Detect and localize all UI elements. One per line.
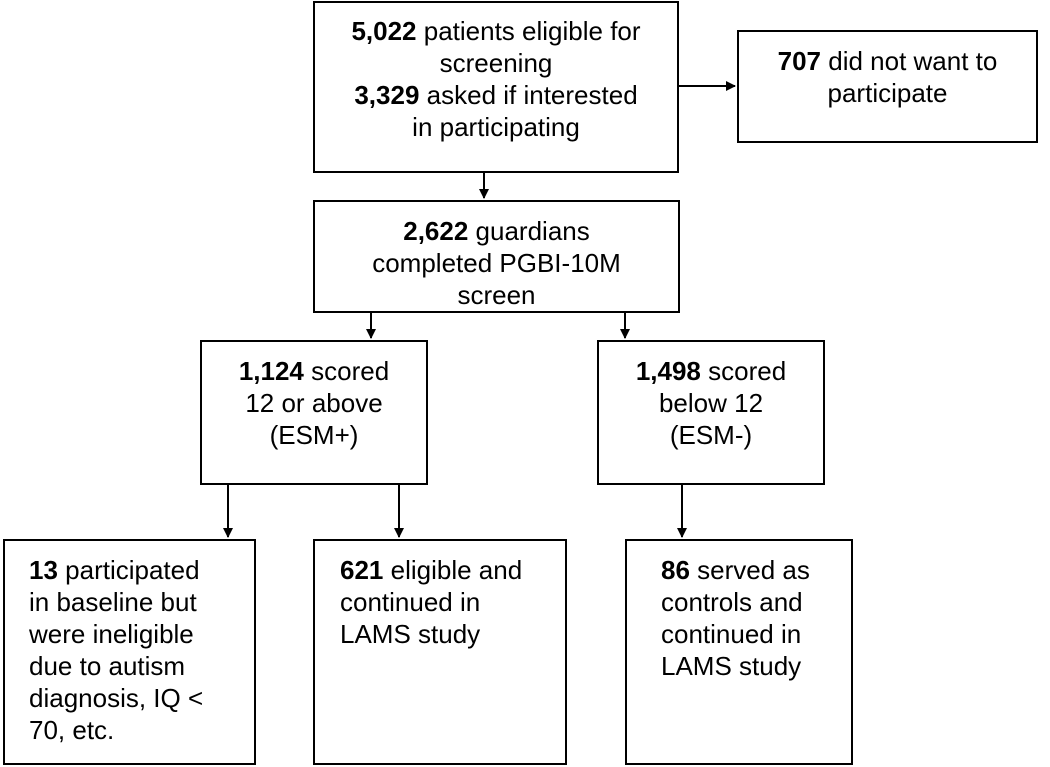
box-line: participate — [739, 77, 1036, 109]
count-value: 1,124 — [238, 356, 304, 386]
line-text: continued in — [661, 619, 802, 649]
box-line: due to autism — [29, 650, 254, 682]
count-value: 86 — [661, 555, 690, 585]
box-line: 1,124 scored — [202, 355, 426, 387]
box-line: were ineligible — [29, 618, 254, 650]
count-value: 3,329 — [354, 80, 420, 110]
box-line: 707 did not want to — [739, 45, 1036, 77]
count-value: 1,498 — [635, 356, 701, 386]
line-text: (ESM-) — [669, 420, 753, 450]
count-value: 707 — [777, 46, 822, 76]
line-text: participated — [57, 555, 200, 585]
line-text: eligible and — [383, 555, 523, 585]
line-text: screen — [457, 280, 536, 310]
line-text: (ESM+) — [269, 420, 359, 450]
box-line: diagnosis, IQ < — [29, 682, 254, 714]
line-text: controls and — [661, 587, 803, 617]
box-line: 621 eligible and — [340, 554, 565, 586]
line-text: continued in — [340, 587, 481, 617]
box-line: controls and — [661, 586, 851, 618]
box-line: 12 or above — [202, 387, 426, 419]
line-text: participate — [827, 78, 948, 108]
box-line: 3,329 asked if interested — [315, 79, 677, 111]
box-line: in baseline but — [29, 586, 254, 618]
line-text: did not want to — [821, 46, 998, 76]
box-line: 1,498 scored — [599, 355, 823, 387]
line-text: diagnosis, IQ < — [29, 683, 204, 713]
line-text: served as — [689, 555, 810, 585]
count-value: 2,622 — [403, 216, 469, 246]
line-text: due to autism — [29, 651, 186, 681]
box-line: (ESM+) — [202, 419, 426, 451]
line-text: screening — [439, 48, 553, 78]
box-line: screening — [315, 47, 677, 79]
box-line: 86 served as — [661, 554, 851, 586]
line-text: patients eligible for — [416, 16, 641, 46]
line-text: asked if interested — [419, 80, 638, 110]
line-text: guardians — [468, 216, 590, 246]
line-text: LAMS study — [340, 619, 481, 649]
box-line: 70, etc. — [29, 714, 254, 746]
box-line: LAMS study — [340, 618, 565, 650]
box-line: (ESM-) — [599, 419, 823, 451]
box-line: below 12 — [599, 387, 823, 419]
line-text: 70, etc. — [29, 715, 115, 745]
line-text: LAMS study — [661, 651, 802, 681]
line-text: in participating — [412, 112, 580, 142]
box-line: continued in — [340, 586, 565, 618]
line-text: 12 or above — [245, 388, 383, 418]
line-text: scored — [700, 356, 787, 386]
count-value: 13 — [29, 555, 58, 585]
box-line: continued in — [661, 618, 851, 650]
line-text: completed PGBI-10M — [372, 248, 621, 278]
box-line: in participating — [315, 111, 677, 143]
box-line: screen — [315, 279, 678, 311]
line-text: were ineligible — [29, 619, 194, 649]
box-line: 5,022 patients eligible for — [315, 15, 677, 47]
box-line: completed PGBI-10M — [315, 247, 678, 279]
count-value: 5,022 — [351, 16, 417, 46]
line-text: below 12 — [658, 388, 764, 418]
line-text: in baseline but — [29, 587, 197, 617]
box-line: 2,622 guardians — [315, 215, 678, 247]
box-line: 13 participated — [29, 554, 254, 586]
line-text: scored — [303, 356, 390, 386]
box-line: LAMS study — [661, 650, 851, 682]
count-value: 621 — [340, 555, 384, 585]
